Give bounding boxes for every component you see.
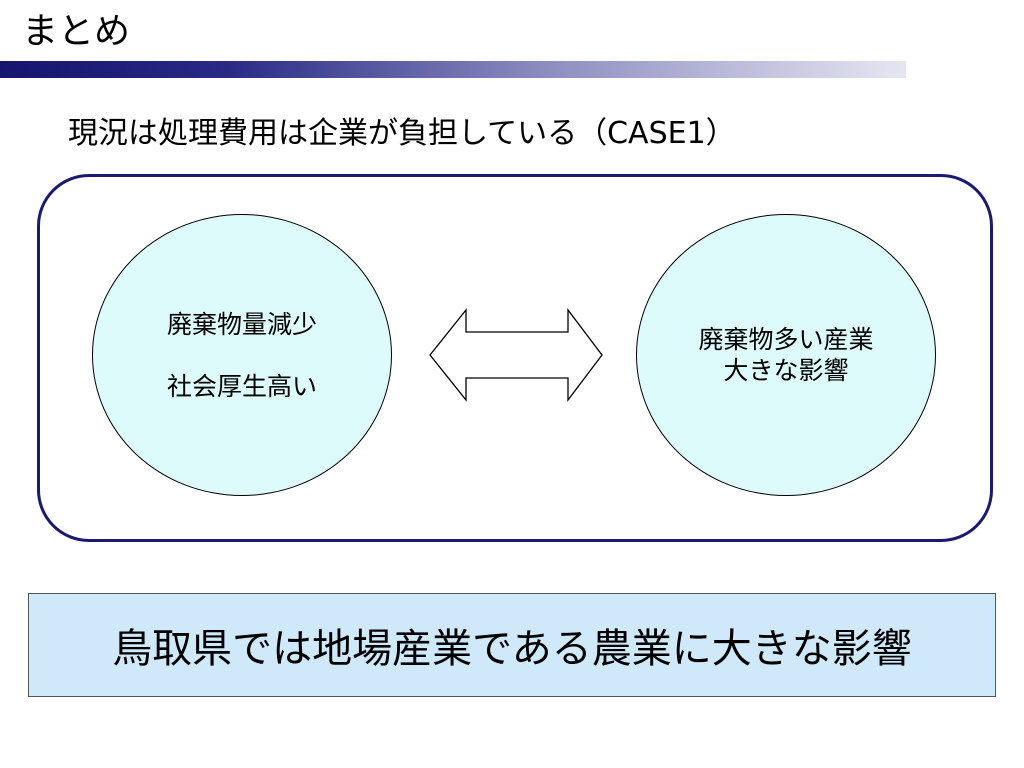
left-circle-line2: 社会厚生高い <box>166 371 317 401</box>
title-underline-bar <box>0 61 906 78</box>
right-circle-line2: 大きな影響 <box>723 356 849 385</box>
conclusion-text: 鳥取県では地場産業である農業に大きな影響 <box>112 626 912 672</box>
right-circle: 廃棄物多い産業 大きな影響 <box>636 214 936 496</box>
diagram-frame <box>37 174 993 542</box>
left-circle-line1: 廃棄物量減少 <box>166 309 317 339</box>
conclusion-box: 鳥取県では地場産業である農業に大きな影響 <box>28 593 996 697</box>
left-circle: 廃棄物量減少 社会厚生高い <box>92 214 392 496</box>
double-arrow-icon <box>429 308 603 402</box>
slide-subtitle: 現況は処理費用は企業が負担している（CASE1） <box>68 116 736 151</box>
slide-title: まとめ <box>22 11 131 52</box>
right-circle-line1: 廃棄物多い産業 <box>698 325 874 354</box>
